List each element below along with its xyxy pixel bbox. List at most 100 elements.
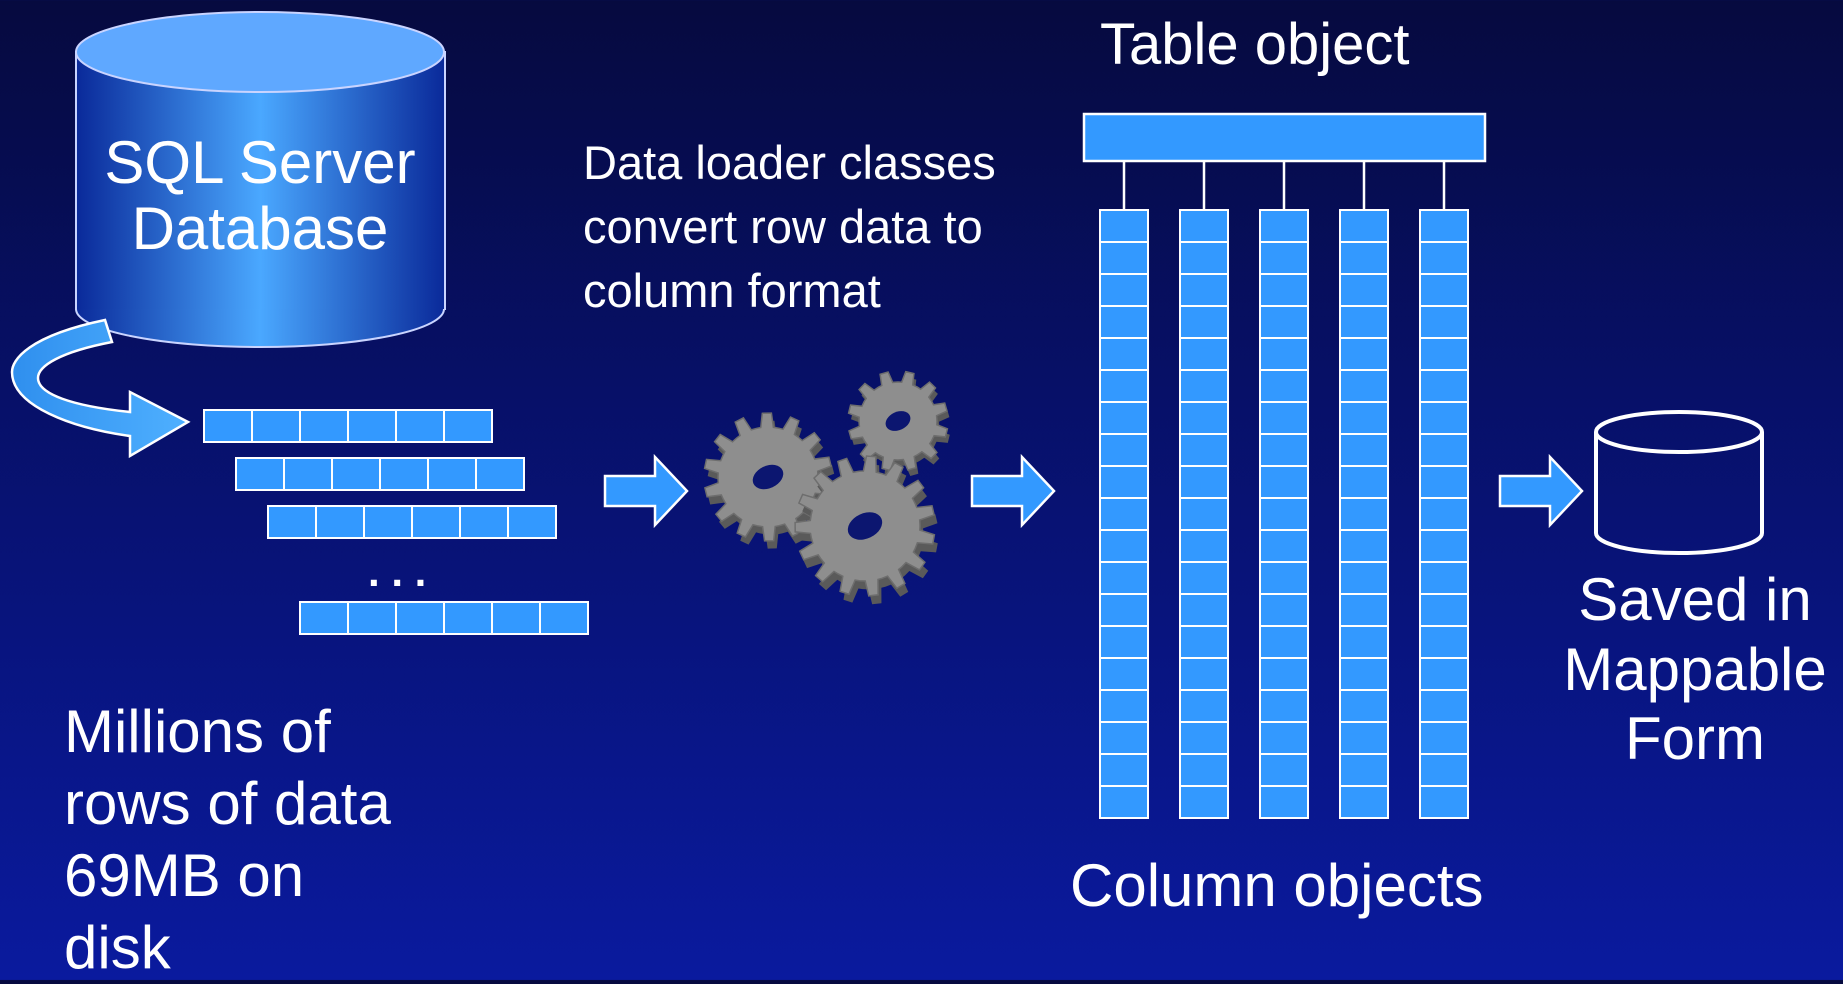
column-cell [1339, 465, 1389, 499]
column-cell [1339, 785, 1389, 819]
row-record [203, 409, 493, 443]
column-cell [1419, 273, 1469, 307]
column-object [1179, 161, 1229, 819]
column-cell [1099, 433, 1149, 467]
column-cell [1259, 753, 1309, 787]
gear-hole [847, 512, 883, 540]
column-cell [1099, 273, 1149, 307]
column-cell [1259, 625, 1309, 659]
gear-bottom-icon [794, 455, 938, 605]
column-cell [1419, 529, 1469, 563]
column-objects [1099, 161, 1469, 819]
column-cell [1179, 561, 1229, 595]
column-cell [1339, 529, 1389, 563]
column-cell [1259, 337, 1309, 371]
row-record [235, 457, 525, 491]
gears-icon [703, 370, 950, 605]
column-cell [1179, 209, 1229, 243]
column-cell [1259, 529, 1309, 563]
column-cell [1259, 561, 1309, 595]
column-cell [1099, 401, 1149, 435]
column-cell [1419, 689, 1469, 723]
column-cell [1339, 369, 1389, 403]
row-cell [251, 409, 301, 443]
column-cell [1259, 689, 1309, 723]
column-cell [1339, 497, 1389, 531]
column-cell [1419, 433, 1469, 467]
column-cell [1259, 369, 1309, 403]
column-cell [1099, 561, 1149, 595]
row-records [203, 409, 589, 635]
column-cell [1419, 593, 1469, 627]
column-cell [1259, 497, 1309, 531]
column-cell [1259, 721, 1309, 755]
row-cell [283, 457, 333, 491]
row-cell [507, 505, 557, 539]
column-cell [1339, 561, 1389, 595]
column-cell [1339, 753, 1389, 787]
column-cell [1099, 305, 1149, 339]
column-cell [1339, 689, 1389, 723]
column-cell [1339, 337, 1389, 371]
row-cell [379, 457, 429, 491]
column-cell [1179, 401, 1229, 435]
row-cell [395, 409, 445, 443]
row-cell [363, 505, 413, 539]
column-cell [1099, 209, 1149, 243]
database-output-arrow-icon [10, 318, 191, 459]
row-cell [475, 457, 525, 491]
column-cell [1099, 785, 1149, 819]
column-cell [1259, 433, 1309, 467]
column-cell [1099, 337, 1149, 371]
column-cell [1179, 497, 1229, 531]
column-cell [1339, 305, 1389, 339]
column-cell [1179, 721, 1229, 755]
row-cell [315, 505, 365, 539]
arrow-right-icon [1498, 453, 1584, 529]
column-cell [1259, 593, 1309, 627]
column-cell [1259, 657, 1309, 691]
column-cell [1179, 465, 1229, 499]
column-cell [1419, 561, 1469, 595]
column-object [1419, 161, 1469, 819]
table-object-label: Table object [1100, 12, 1410, 77]
column-cell [1259, 209, 1309, 243]
column-cell [1179, 785, 1229, 819]
column-cell [1419, 337, 1469, 371]
column-object [1259, 161, 1309, 819]
column-object [1099, 161, 1149, 819]
column-cell [1099, 657, 1149, 691]
arrow-right-icon [970, 453, 1056, 529]
row-cell [267, 505, 317, 539]
gear-hole [752, 464, 784, 490]
column-cell [1419, 401, 1469, 435]
row-cell [235, 457, 285, 491]
column-cell [1179, 657, 1229, 691]
column-cell [1099, 593, 1149, 627]
row-cell [395, 601, 445, 635]
column-cell [1259, 785, 1309, 819]
row-cell [539, 601, 589, 635]
column-cell [1099, 369, 1149, 403]
column-cell [1339, 657, 1389, 691]
column-cell [1099, 497, 1149, 531]
row-cell [331, 457, 381, 491]
row-cell [347, 601, 397, 635]
row-cell [491, 601, 541, 635]
row-cell [443, 601, 493, 635]
database-label: SQL Server Database [104, 129, 416, 262]
row-cell [411, 505, 461, 539]
column-cell [1099, 753, 1149, 787]
row-cell [427, 457, 477, 491]
row-cell [299, 409, 349, 443]
column-cell [1419, 465, 1469, 499]
row-cell [347, 409, 397, 443]
arrow-right-icon [603, 453, 689, 529]
column-cell [1099, 689, 1149, 723]
column-cell [1339, 241, 1389, 275]
column-cell [1179, 625, 1229, 659]
column-cell [1339, 209, 1389, 243]
column-cell [1179, 337, 1229, 371]
row-cell [203, 409, 253, 443]
